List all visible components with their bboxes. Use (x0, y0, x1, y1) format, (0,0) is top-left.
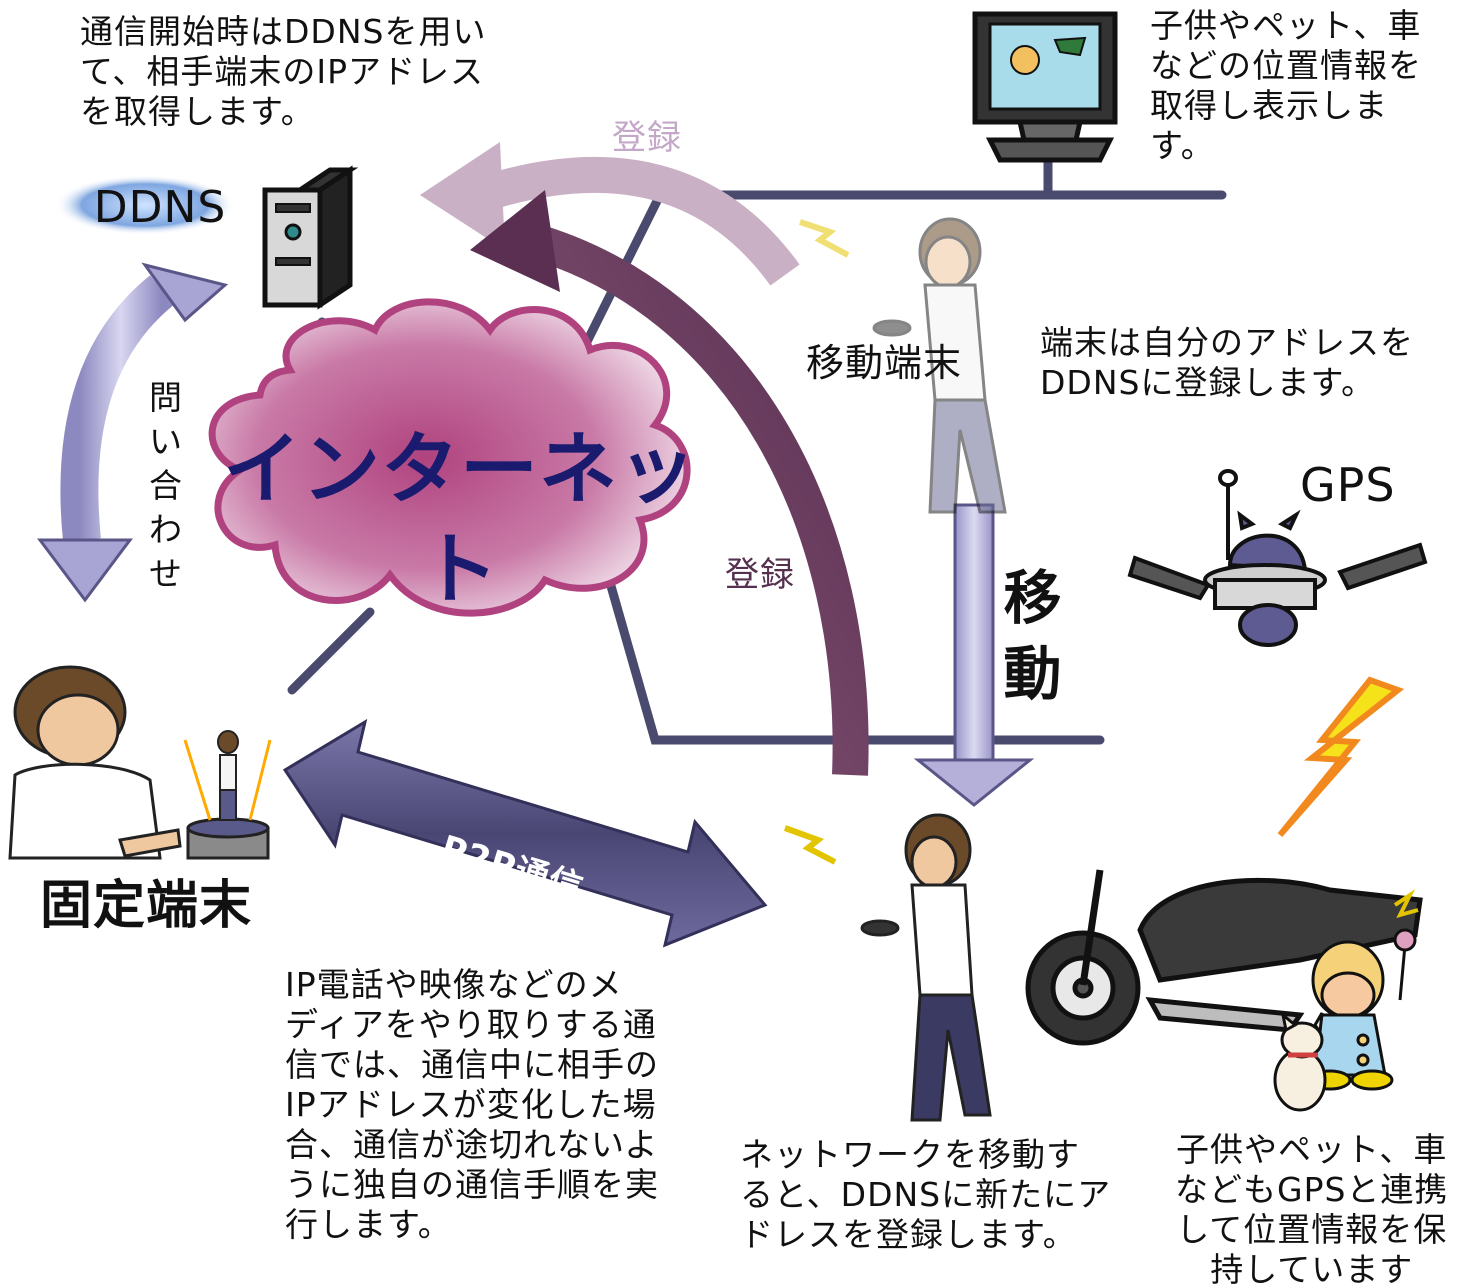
mobile-person-bottom (783, 813, 992, 1122)
note-register-address: 端末は自分のアドレスを DDNSに登録します。 (1040, 323, 1414, 402)
p2p-arrow (282, 718, 768, 948)
move-label: 移動 (1003, 564, 1063, 708)
register-top-arrow (420, 142, 800, 286)
mobile-terminal-label: 移動端末 (806, 341, 963, 385)
mobile-person-top (799, 217, 1007, 514)
fixed-terminal-label: 固定端末 (40, 876, 253, 936)
note-network-move: ネットワークを移動す ると、DDNSに新たにア ドレスを登録します。 (740, 1135, 1112, 1254)
query-label: 問い合わせ (149, 378, 183, 593)
note-monitor: 子供やペット、車 などの位置情報を 取得し表示しま す。 (1150, 6, 1422, 165)
lightning-icon (1277, 676, 1405, 837)
note-ddns-lookup: 通信開始時はDDNSを用い て、相手端末のIPアドレス を取得します。 (80, 12, 487, 131)
note-gps-tracking: 子供やペット、車 などもGPSと連携 して位置情報を保 持しています (1175, 1130, 1449, 1286)
internet-label: インターネット (222, 425, 697, 615)
motorcycle-icon (1025, 869, 1423, 1046)
monitor-icon (972, 11, 1118, 163)
ddns-label: DDNS (93, 182, 227, 233)
server-icon (262, 165, 359, 310)
cat-icon (1273, 1011, 1327, 1112)
gps-satellite-icon (1127, 469, 1428, 647)
gps-label: GPS (1300, 458, 1396, 512)
ddns-glow (55, 175, 235, 235)
register-top-label: 登録 (612, 118, 682, 158)
move-arrow (913, 503, 1035, 807)
note-media-communication: IP電話や映像などのメ ディアをやり取りする通 信では、通信中に相手の IPアド… (285, 965, 659, 1244)
register-mid-arrow (470, 190, 869, 776)
fixed-person (8, 665, 272, 860)
child-icon (1308, 928, 1417, 1091)
register-mid-label: 登録 (725, 555, 795, 595)
internet-cloud (208, 298, 691, 617)
query-arrow (37, 262, 229, 603)
